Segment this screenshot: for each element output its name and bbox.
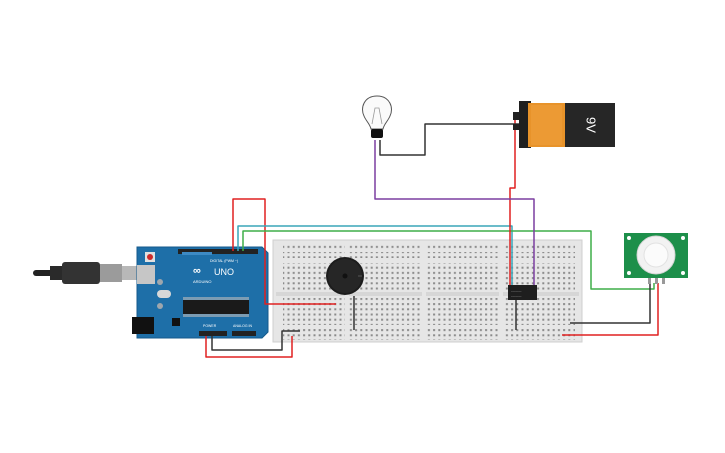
wire-black-lamp — [379, 123, 524, 156]
battery-9v[interactable]: 9V — [513, 101, 615, 148]
arduino-model-label: UNO — [214, 267, 234, 277]
arduino-brand-label: ARDUINO — [193, 279, 211, 284]
svg-text:~~~~~~~: ~~~~~~~ — [511, 295, 522, 298]
wire-black-gnd — [211, 330, 300, 351]
wire-red-5v — [205, 336, 293, 358]
power-jack — [132, 317, 154, 334]
battery-voltage-label: 9V — [584, 117, 599, 133]
relay-module[interactable]: ~~~~~~~ ~~~~~~~ — [508, 285, 537, 300]
usb-b-jack — [137, 265, 155, 284]
analog-header-label: ANALOG IN — [233, 324, 253, 328]
power-header-label: POWER — [203, 324, 217, 328]
arduino-uno-board[interactable]: ∞ UNO ARDUINO DIGITAL (PWM ~) POWER ANAL… — [132, 246, 269, 339]
wire-red-pir — [562, 283, 659, 336]
pir-motion-sensor[interactable] — [624, 233, 688, 284]
wire-black-pir — [570, 283, 651, 324]
svg-text:~~~~~~~: ~~~~~~~ — [511, 290, 522, 293]
piezo-buzzer[interactable] — [326, 257, 364, 295]
wires — [205, 118, 659, 358]
wire-green-pir — [242, 230, 655, 290]
wire-red-buzzer — [232, 198, 336, 305]
atmega-chip — [183, 300, 249, 314]
wire-purple — [374, 140, 535, 287]
usb-cable-icon[interactable] — [33, 262, 138, 284]
arduino-logo: ∞ — [193, 265, 201, 277]
digital-header-label: DIGITAL (PWM ~) — [210, 259, 238, 263]
wire-teal — [237, 225, 513, 287]
lightbulb-icon[interactable] — [362, 95, 392, 138]
reset-button[interactable] — [147, 254, 153, 260]
